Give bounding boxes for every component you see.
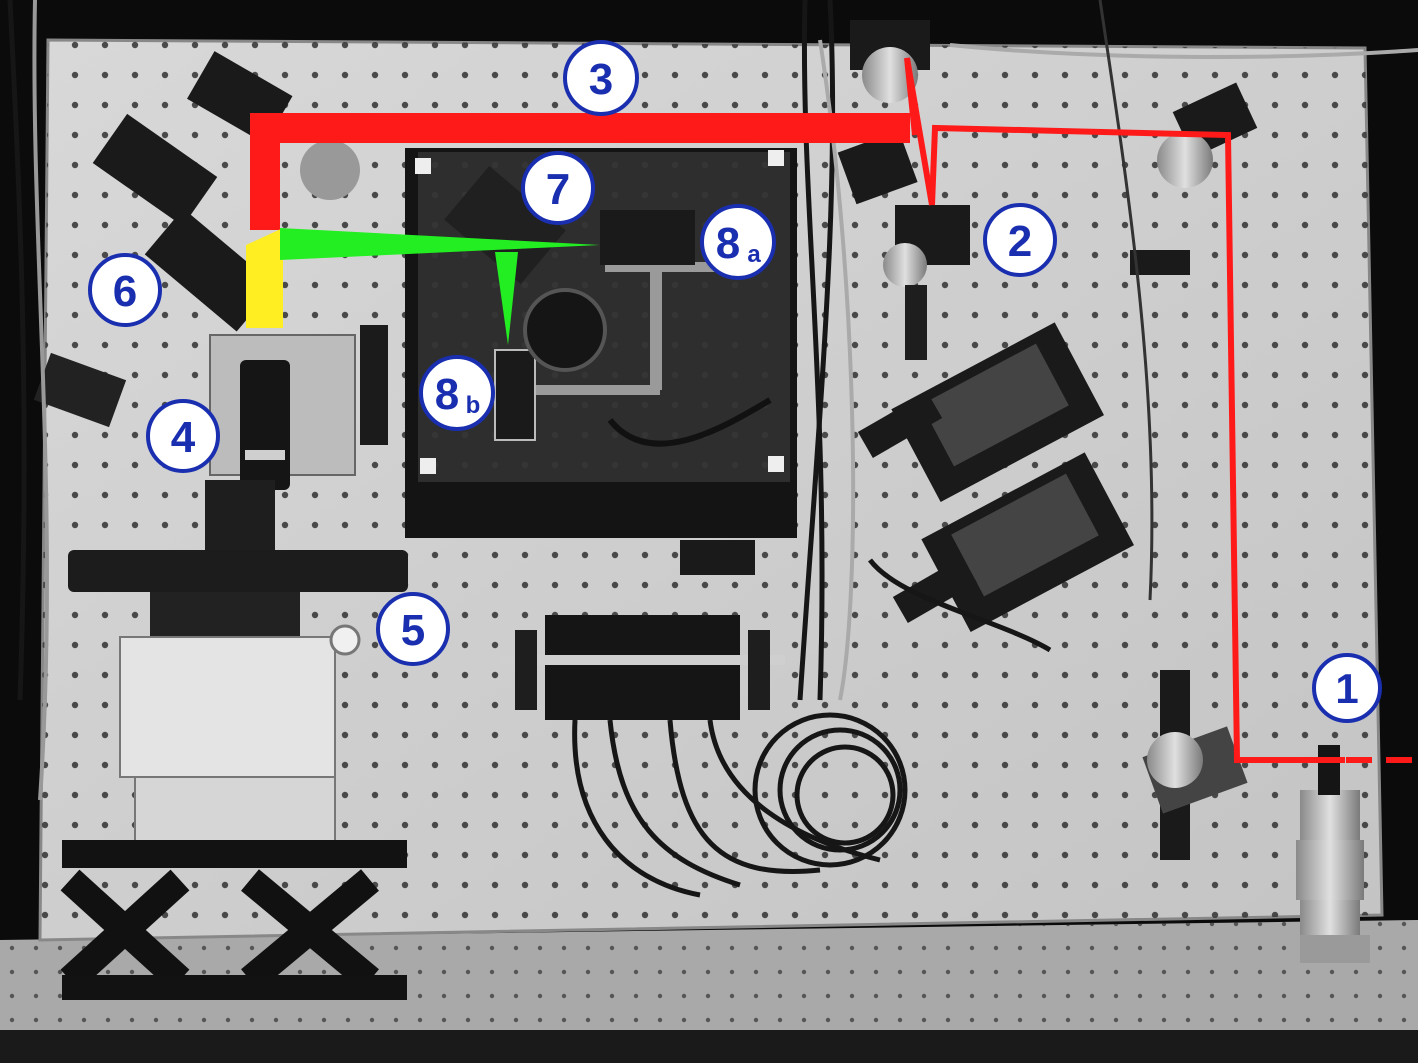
svg-text:6: 6 <box>113 267 137 316</box>
laser-beam-red <box>250 57 1412 763</box>
label-1: 1 <box>1312 653 1382 723</box>
laser-beam-green <box>280 228 600 345</box>
mirror-mounts-left <box>33 51 360 428</box>
mirror-mounts-right <box>837 20 1258 360</box>
svg-text:8: 8 <box>435 370 459 419</box>
label-7: 7 <box>521 151 595 225</box>
svg-text:1: 1 <box>1335 665 1358 712</box>
svg-text:a: a <box>747 241 761 268</box>
label-2: 2 <box>983 203 1057 277</box>
svg-text:7: 7 <box>546 165 570 214</box>
svg-text:8: 8 <box>716 219 740 268</box>
svg-text:5: 5 <box>401 606 425 655</box>
electronics-boards <box>857 322 1134 632</box>
laser-beam-yellow <box>246 228 283 328</box>
svg-text:2: 2 <box>1008 217 1032 266</box>
cables <box>7 0 1418 898</box>
svg-text:4: 4 <box>171 413 196 462</box>
label-8b: 8 b <box>419 355 495 431</box>
detector-block <box>500 540 785 720</box>
label-4: 4 <box>146 399 220 473</box>
svg-text:b: b <box>466 392 481 419</box>
objective-assembly <box>205 325 388 550</box>
translation-stage <box>60 550 408 1000</box>
label-6: 6 <box>88 253 162 327</box>
input-mirror-post <box>1142 670 1370 963</box>
labels: 1 2 3 4 5 6 7 8 a <box>88 40 1382 723</box>
svg-text:3: 3 <box>589 55 613 104</box>
label-8a: 8 a <box>700 204 776 280</box>
label-5: 5 <box>376 592 450 666</box>
label-3: 3 <box>563 40 639 116</box>
